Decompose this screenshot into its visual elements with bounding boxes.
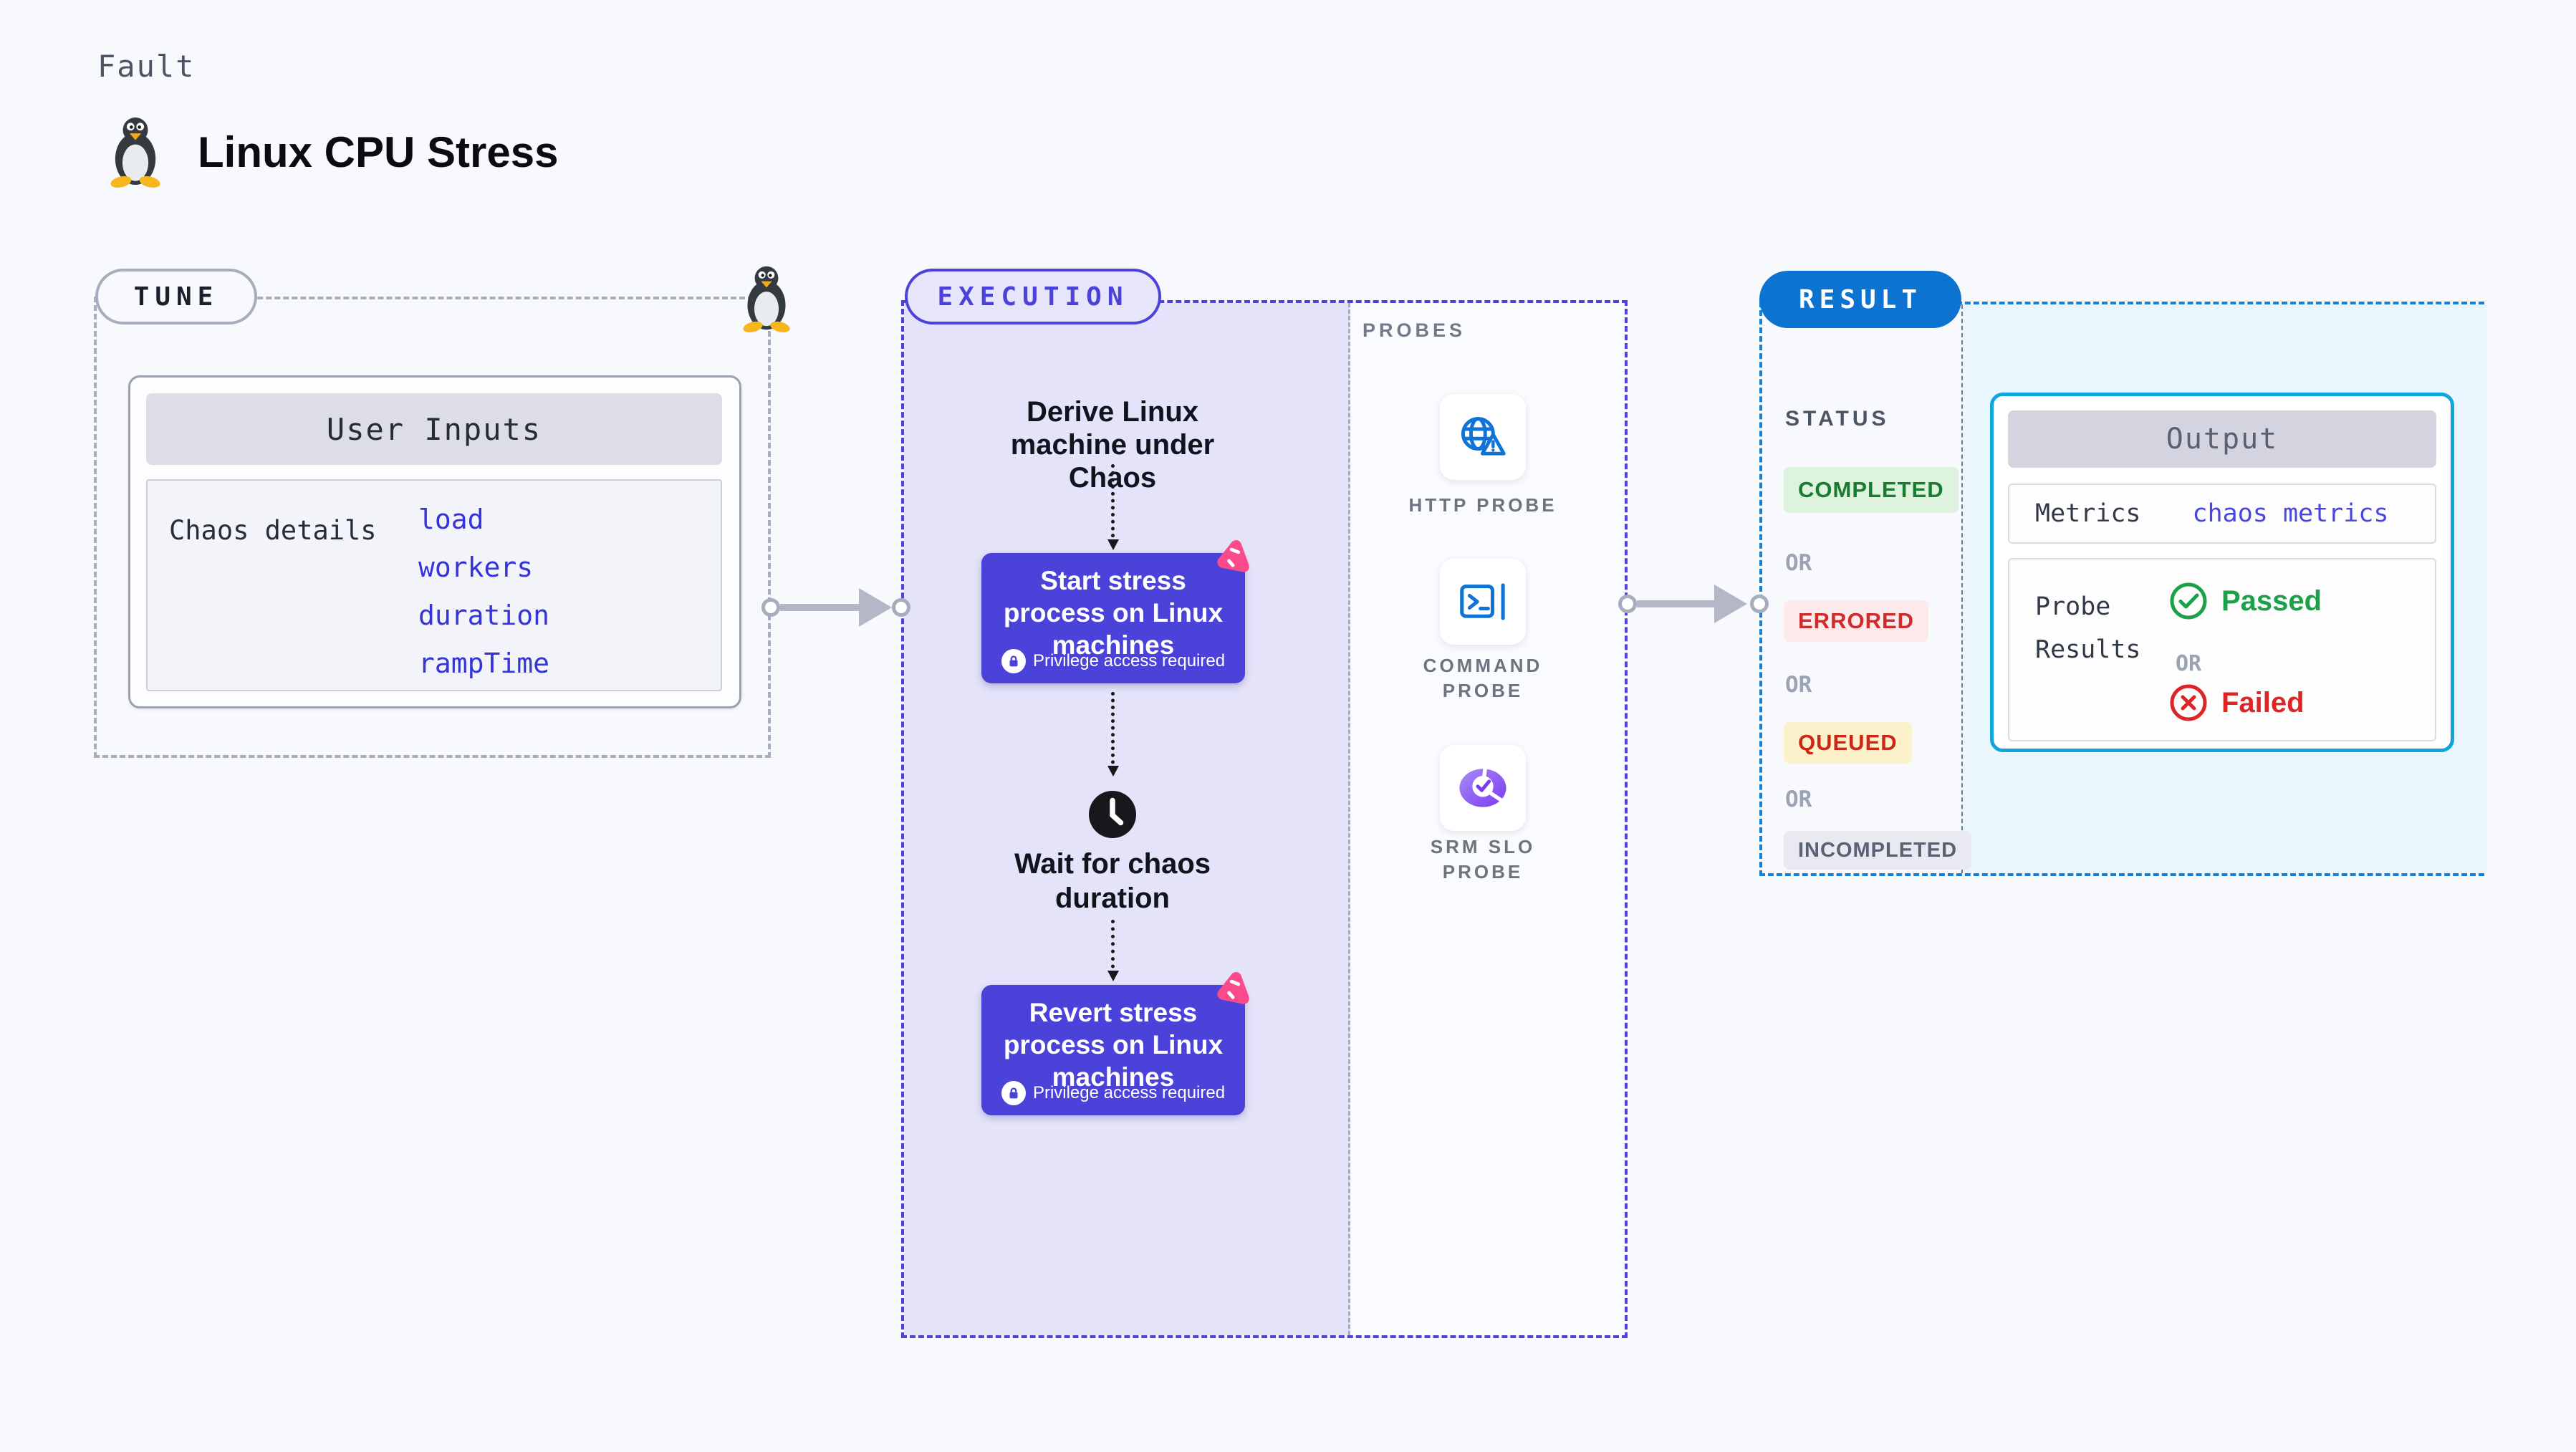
terminal-icon <box>1460 583 1505 620</box>
start-stress-step-label: Start stress process on Linux machines <box>1003 566 1224 660</box>
tune-badge: TUNE <box>95 269 257 324</box>
command-probe-label: COMMAND PROBE <box>1423 655 1543 701</box>
input-link-ramptime[interactable]: rampTime <box>418 647 550 679</box>
result-badge: RESULT <box>1759 271 1961 328</box>
privilege-note-text: Privilege access required <box>1032 1083 1226 1102</box>
status-badge-queued: QUEUED <box>1784 722 1912 764</box>
chaos-details-label: Chaos details <box>169 515 377 546</box>
revert-stress-step-button[interactable]: Revert stress process on Linux machines … <box>981 972 1249 1115</box>
or-separator: OR <box>1785 787 1812 812</box>
exec-in-port <box>892 598 910 617</box>
srm-slo-probe-card[interactable] <box>1440 745 1526 831</box>
chaos-details-table: Chaos details load workers duration ramp… <box>146 479 722 691</box>
tune-out-port <box>761 598 780 617</box>
globe-warning-icon <box>1461 417 1506 456</box>
wait-step-label: Wait for chaos duration <box>1014 848 1211 914</box>
probe-results-row: Probe Results Passed OR Failed <box>2008 558 2436 741</box>
wait-clock-icon <box>1089 791 1136 838</box>
user-inputs-card: User Inputs Chaos details load workers d… <box>128 375 741 708</box>
passed-label: Passed <box>2221 585 2322 617</box>
metrics-row: Metrics chaos metrics <box>2008 484 2436 544</box>
start-stress-step-button[interactable]: Start stress process on Linux machines P… <box>981 540 1249 683</box>
tune-exec-arrowhead <box>859 588 892 627</box>
tux-penguin-icon <box>110 117 160 188</box>
output-card: Output Metrics chaos metrics Probe Resul… <box>1990 393 2454 752</box>
exec-result-connector <box>1637 600 1716 607</box>
revert-stress-step-label: Revert stress process on Linux machines <box>1003 998 1224 1092</box>
user-inputs-title: User Inputs <box>146 393 722 465</box>
tune-section-box <box>94 297 771 758</box>
tunable-input-list: load workers duration rampTime <box>418 495 549 687</box>
probes-section-label: PROBES <box>1363 319 1466 341</box>
chaos-metrics-link[interactable]: chaos metrics <box>2192 499 2389 528</box>
or-separator: OR <box>1785 550 1812 576</box>
failed-label: Failed <box>2221 686 2305 718</box>
flow-arrow-down-icon <box>1107 692 1119 777</box>
page-title: Linux CPU Stress <box>198 128 559 176</box>
input-link-duration[interactable]: duration <box>418 599 550 631</box>
flow-arrow-down-icon <box>1107 464 1119 550</box>
result-in-port <box>1750 595 1769 613</box>
exec-out-port <box>1618 595 1637 613</box>
slo-gauge-icon <box>1459 767 1506 807</box>
status-badge-errored: ERRORED <box>1784 600 1929 642</box>
passed-result: Passed <box>2168 581 2322 621</box>
srm-slo-probe-label: SRM SLO PROBE <box>1430 836 1536 883</box>
http-probe-label: HTTP PROBE <box>1408 494 1557 516</box>
failed-result: Failed <box>2168 683 2305 723</box>
x-circle-icon <box>2170 684 2207 721</box>
input-link-load[interactable]: load <box>418 503 484 535</box>
status-column-label: STATUS <box>1785 407 1890 431</box>
check-circle-icon <box>2170 582 2207 620</box>
tux-penguin-icon <box>743 266 790 332</box>
lock-icon <box>1001 1081 1026 1105</box>
privilege-note: Privilege access required <box>981 649 1245 673</box>
privilege-note-text: Privilege access required <box>1032 651 1226 670</box>
output-title: Output <box>2008 410 2436 468</box>
input-link-workers[interactable]: workers <box>418 551 534 583</box>
flow-arrow-down-icon <box>1107 920 1119 981</box>
command-probe-card[interactable] <box>1440 559 1526 645</box>
status-badge-incompleted: INCOMPLETED <box>1784 831 1972 870</box>
tune-exec-connector <box>780 604 860 611</box>
or-separator: OR <box>2176 651 2202 676</box>
execution-badge: EXECUTION <box>905 269 1161 324</box>
chaos-fault-icon <box>1217 540 1249 572</box>
http-probe-card[interactable] <box>1440 394 1526 480</box>
status-badge-completed: COMPLETED <box>1784 467 1959 513</box>
fault-kicker: Fault <box>97 49 196 84</box>
exec-result-arrowhead <box>1714 585 1747 623</box>
or-separator: OR <box>1785 672 1812 698</box>
probe-results-label: Probe Results <box>2035 592 2141 664</box>
lock-icon <box>1001 649 1026 673</box>
metrics-label: Metrics <box>2035 499 2141 528</box>
chaos-fault-icon <box>1217 972 1249 1004</box>
privilege-note: Privilege access required <box>981 1081 1245 1105</box>
